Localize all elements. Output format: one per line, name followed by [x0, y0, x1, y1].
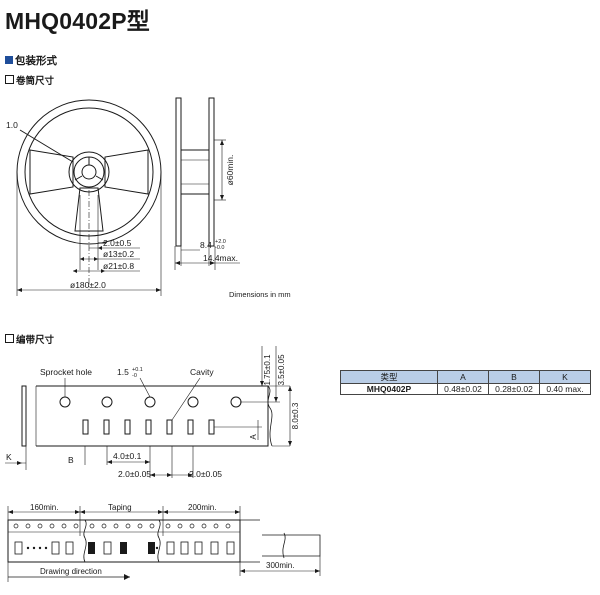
tape-dimensions-heading: 编带尺寸	[5, 332, 54, 346]
spec-table-header-type: 类型	[340, 370, 438, 384]
reel-side-hub	[180, 149, 210, 195]
reel-hub-keys	[74, 157, 104, 181]
cavity	[187, 419, 194, 435]
section-packaging-label: 包装形式	[15, 55, 57, 67]
sprocket-hole-label: Sprocket hole	[40, 367, 92, 377]
open-square-icon	[5, 334, 14, 343]
reel-dim-8-4-tol-plus: +2.0	[215, 239, 226, 245]
reel-dimensions-heading: 卷筒尺寸	[5, 73, 54, 87]
reel-dim-13: ø13±0.2	[103, 249, 134, 259]
leader-dim-160: 160min.	[30, 503, 58, 512]
tape-dim-1-5-tol-plus: +0.1	[132, 367, 143, 373]
tape-dim-1-5-tol-minus: -0	[132, 373, 137, 379]
units-note: Dimensions in mm	[229, 290, 291, 299]
tape-label-K: K	[6, 452, 12, 462]
tape-dim-1-75: 1.75±0.1	[263, 354, 272, 386]
tape-side-view	[21, 385, 27, 447]
spec-table-header-b: B	[488, 370, 540, 384]
tape-dim-8-0: 8.0±0.3	[291, 402, 300, 429]
tape-dimensions-label: 编带尺寸	[16, 335, 55, 346]
reel-dim-21: ø21±0.8	[103, 261, 134, 271]
cavity	[166, 419, 173, 435]
spec-table-header-a: A	[437, 370, 489, 384]
cavity	[145, 419, 152, 435]
reel-dim-180: ø180±2.0	[70, 280, 106, 290]
tape-dim-2-0b: 2.0±0.05	[189, 469, 222, 479]
page-title: MHQ0402P型	[5, 8, 150, 34]
section-packaging-heading: 包装形式	[5, 53, 57, 68]
spec-table-cell-type: MHQ0402P	[340, 383, 438, 395]
spec-table: 类型 A B K MHQ0402P 0.48±0.02 0.28±0.02 0.…	[340, 370, 591, 395]
reel-dim-60: ø60min.	[225, 155, 235, 186]
open-square-icon	[5, 75, 14, 84]
tape-strip	[7, 519, 241, 563]
tape-dim-4-0: 4.0±0.1	[113, 451, 142, 461]
leader-taping-label: Taping	[108, 503, 132, 512]
reel-dimensions-label: 卷筒尺寸	[16, 76, 55, 87]
reel-spoke-right	[104, 149, 149, 195]
tape-label-A: A	[249, 434, 258, 440]
drawing-direction-label: Drawing direction	[40, 567, 102, 576]
reel-dim-2-0: 2.0±0.5	[103, 238, 132, 248]
tape-label-B: B	[68, 455, 74, 465]
leader-dim-200: 200min.	[188, 503, 216, 512]
sprocket-hole	[187, 396, 199, 408]
reel-spoke-bottom	[74, 187, 104, 232]
sprocket-hole	[101, 396, 113, 408]
reel-dim-14-4: 14.4max.	[203, 253, 238, 263]
tape-dim-3-5: 3.5±0.05	[277, 354, 286, 386]
spec-table-cell-k: 0.40 max.	[539, 383, 591, 395]
cavity	[103, 419, 110, 435]
tape-body	[36, 385, 269, 447]
reel-dim-8-4-tol-minus: -0.0	[215, 245, 224, 251]
tape-dim-1-5: 1.5	[117, 367, 129, 377]
cavity	[82, 419, 89, 435]
reel-label-1-0: 1.0	[6, 120, 18, 130]
reel-spoke-left	[29, 149, 74, 195]
tape-dim-2-0a: 2.0±0.05	[118, 469, 151, 479]
spec-table-header-k: K	[539, 370, 591, 384]
spec-table-cell-b: 0.28±0.02	[488, 383, 540, 395]
spec-table-cell-a: 0.48±0.02	[437, 383, 489, 395]
cavity-label: Cavity	[190, 367, 214, 377]
table-row: MHQ0402P 0.48±0.02 0.28±0.02 0.40 max.	[340, 383, 591, 395]
spec-table-header-row: 类型 A B K	[340, 370, 591, 384]
reel-dim-8-4: 8.4	[200, 240, 212, 250]
leader-dim-300: 300min.	[266, 561, 294, 570]
filled-square-icon	[5, 56, 13, 64]
cavity	[124, 419, 131, 435]
